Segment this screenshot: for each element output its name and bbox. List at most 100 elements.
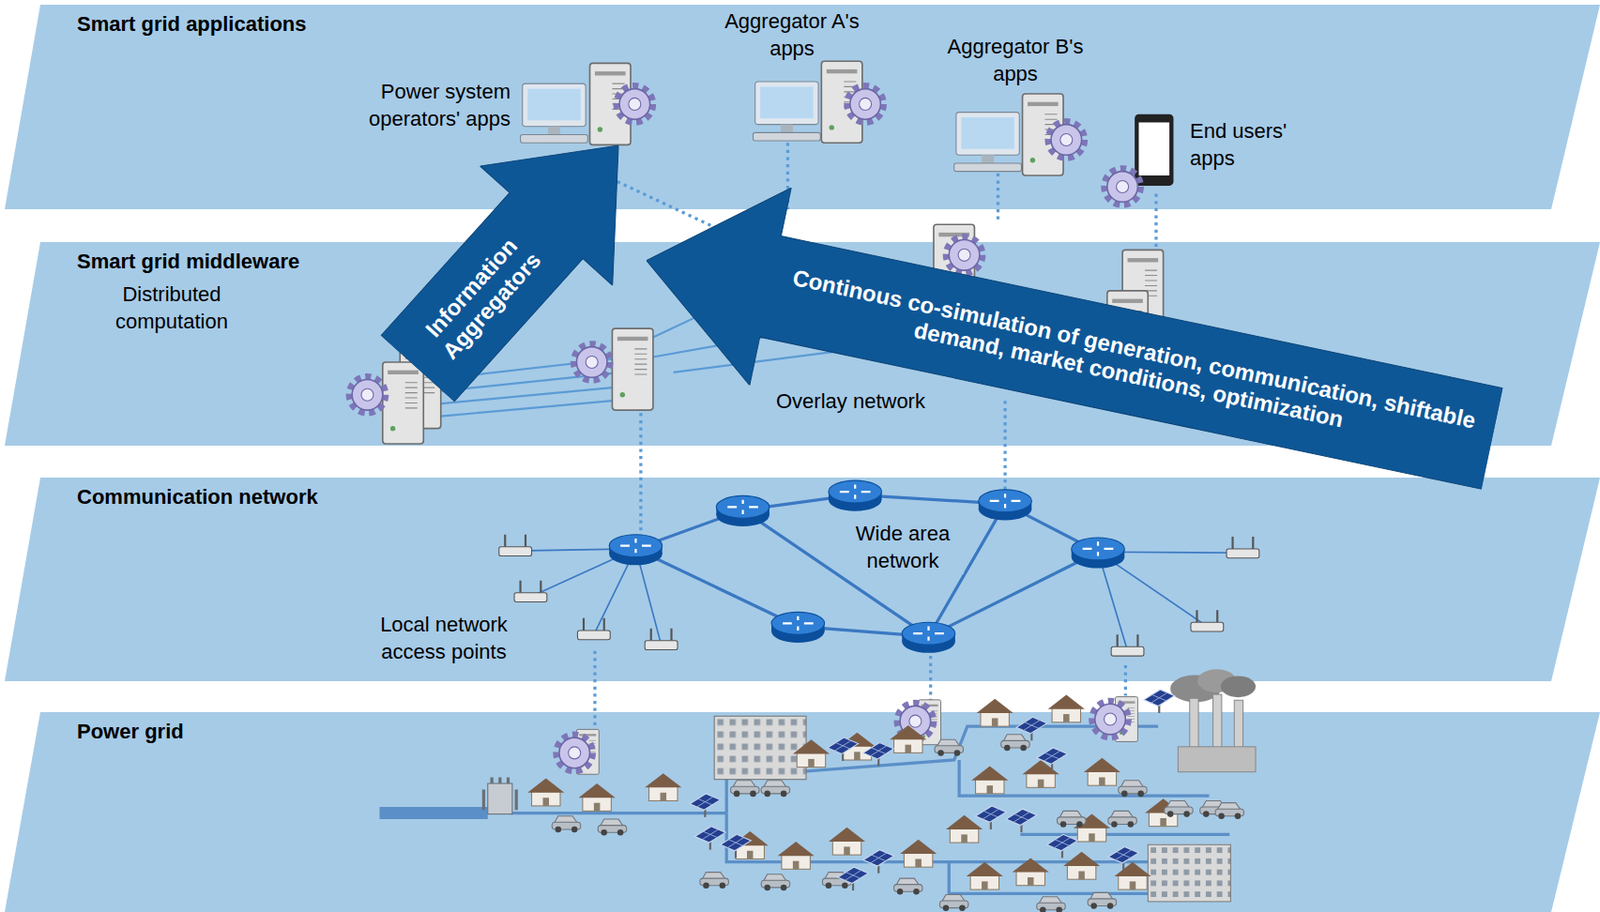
- arrow-fill: [624, 161, 1513, 537]
- house-icon: [1063, 852, 1100, 880]
- house-icon: [527, 778, 564, 807]
- dotted-link: [617, 182, 720, 230]
- arrow-fill: [350, 86, 685, 429]
- solar-panel-icon: [1005, 808, 1037, 833]
- router-icon: [978, 489, 1033, 521]
- dotted-link: [1154, 194, 1158, 248]
- gear-icon: [1049, 121, 1084, 157]
- solar-panel-icon: [975, 806, 1007, 830]
- car-icon: [934, 739, 963, 756]
- house-icon: [966, 862, 1004, 890]
- car-icon: [597, 819, 626, 836]
- grid-line: [1020, 833, 1230, 837]
- server-icon: [611, 328, 653, 411]
- dotted-link: [1124, 665, 1128, 697]
- solar-panel-icon: [1143, 689, 1175, 714]
- router-icon: [1071, 537, 1126, 569]
- office-building: [1147, 844, 1231, 902]
- solar-panel-icon: [838, 867, 869, 891]
- solar-panel-icon: [1108, 846, 1140, 870]
- access-point-icon: [1190, 609, 1224, 632]
- layer-title: Communication network: [76, 485, 319, 510]
- dotted-link: [929, 648, 932, 702]
- text-label: Distributed computation: [93, 281, 250, 336]
- house-icon: [579, 783, 616, 811]
- layer-title: Smart grid applications: [76, 12, 307, 37]
- house-icon: [899, 839, 937, 868]
- office-building: [714, 716, 807, 779]
- transformer: [483, 777, 517, 814]
- dotted-link: [996, 173, 1000, 223]
- gear-icon: [557, 735, 593, 771]
- dotted-link: [593, 651, 596, 727]
- solar-panel-icon: [1036, 747, 1068, 772]
- car-icon: [1108, 810, 1137, 827]
- car-icon: [761, 874, 790, 891]
- gear-icon: [350, 377, 385, 412]
- solar-panel-icon: [1047, 834, 1079, 858]
- house-icon: [945, 815, 983, 843]
- access-point-icon: [1111, 634, 1144, 656]
- text-label: Aggregator A's apps: [702, 8, 882, 62]
- grid-line: [959, 760, 1209, 796]
- layer-band: Communication network: [0, 477, 1600, 682]
- house-icon: [792, 739, 830, 767]
- car-icon: [1215, 803, 1244, 820]
- car-icon: [1087, 892, 1116, 909]
- text-label: Overlay network: [773, 388, 929, 416]
- access-point-icon: [577, 618, 610, 640]
- solar-panel-icon: [827, 737, 859, 762]
- layer-title: Power grid: [76, 719, 184, 745]
- wan-link: [635, 548, 798, 627]
- house-icon: [1083, 758, 1121, 786]
- band-fill: [4, 477, 1600, 682]
- icons: [350, 60, 1260, 912]
- car-icon: [1057, 810, 1086, 827]
- house-icon: [777, 841, 815, 869]
- layer-title: Smart grid middleware: [76, 249, 300, 275]
- house-icon: [889, 725, 927, 753]
- text-label: Wide area network: [841, 520, 964, 575]
- band-fill: [4, 4, 1600, 210]
- text-label: Aggregator B's apps: [926, 33, 1105, 88]
- band-fill: [4, 712, 1600, 912]
- text-label: Local network access points: [359, 611, 529, 666]
- phone-icon: [1134, 114, 1174, 186]
- house-icon: [1022, 760, 1060, 788]
- house-icon: [1012, 857, 1050, 885]
- text-label: Power system operators' apps: [336, 78, 514, 133]
- solar-panel-icon: [695, 826, 727, 851]
- house-icon: [976, 699, 1014, 727]
- computer-icon: [752, 81, 821, 141]
- computer-icon: [954, 112, 1022, 172]
- feeder-line: [380, 807, 488, 820]
- car-icon: [894, 878, 923, 895]
- car-icon: [1001, 734, 1030, 751]
- access-point-icon: [514, 580, 548, 603]
- access-point-icon: [1226, 536, 1260, 559]
- car-icon: [551, 816, 580, 833]
- house-icon: [971, 766, 1008, 794]
- access-point-icon: [499, 534, 533, 557]
- solar-panel-icon: [863, 850, 895, 874]
- gear-icon: [1093, 701, 1128, 737]
- car-icon: [761, 780, 790, 797]
- solar-panel-icon: [1016, 716, 1048, 741]
- house-icon: [1113, 862, 1151, 890]
- gear-icon: [848, 86, 884, 122]
- car-icon: [1036, 897, 1066, 912]
- router-icon: [828, 480, 883, 512]
- gear-icon: [946, 237, 982, 273]
- dotted-link: [1003, 400, 1006, 495]
- grid-line: [510, 811, 728, 815]
- dotted-link: [639, 406, 642, 536]
- car-icon: [731, 780, 760, 797]
- car-icon: [939, 895, 968, 912]
- server-icon: [382, 362, 424, 444]
- house-icon: [1048, 694, 1085, 722]
- car-icon: [1118, 780, 1147, 797]
- power-plant: [1170, 669, 1256, 772]
- solar-panel-icon: [863, 743, 895, 767]
- text-label: End users' apps: [1187, 118, 1315, 172]
